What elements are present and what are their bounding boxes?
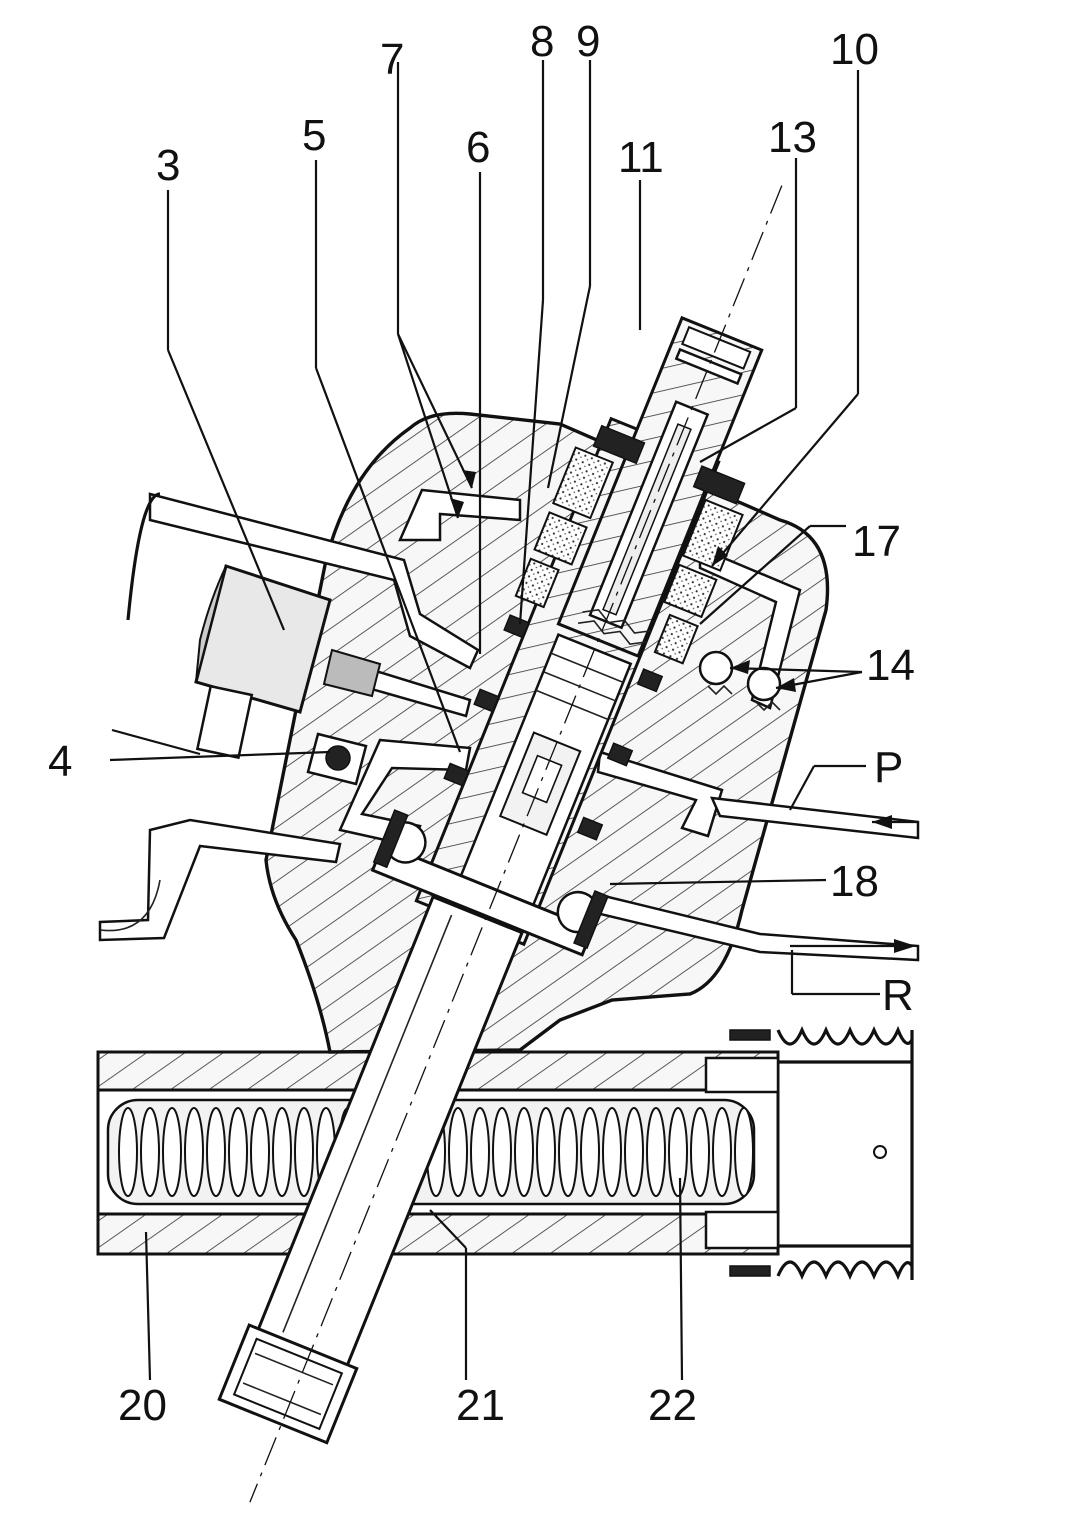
rack-tooth (602, 1107, 622, 1197)
check-valves-14 (698, 650, 782, 712)
rack-tooth (624, 1107, 644, 1197)
label-17: 17 (852, 517, 901, 566)
check-valve-4 (306, 732, 368, 786)
solenoid-module (194, 564, 382, 760)
label-6: 6 (466, 123, 490, 172)
label-R: R (882, 971, 914, 1020)
rack-tooth (250, 1107, 270, 1197)
rack-tooth (536, 1107, 556, 1197)
leader-lines (109, 60, 880, 1381)
label-3: 3 (156, 141, 180, 190)
rack-tooth (184, 1107, 204, 1197)
label-14: 14 (866, 641, 915, 690)
rack-tooth (448, 1107, 468, 1197)
return-outlet-arrow (790, 939, 916, 953)
label-7: 7 (380, 35, 404, 84)
label-21: 21 (456, 1381, 505, 1430)
rack-tooth (162, 1107, 182, 1197)
label-11: 11 (618, 133, 664, 182)
label-20: 20 (118, 1381, 167, 1430)
rack-tooth (646, 1107, 666, 1197)
label-10: 10 (830, 25, 879, 74)
rack-tooth (690, 1107, 710, 1197)
label-13: 13 (768, 113, 817, 162)
rack-tooth (514, 1107, 534, 1197)
label-18: 18 (830, 857, 879, 906)
steering-rack (106, 1098, 756, 1206)
rack-tooth (206, 1107, 226, 1197)
pressure-inlet-arrow (872, 815, 918, 829)
rack-tooth (272, 1107, 292, 1197)
label-9: 9 (576, 17, 600, 66)
rack-tooth (140, 1107, 160, 1197)
label-4: 4 (48, 737, 72, 786)
rack-tooth (294, 1107, 314, 1197)
label-P: P (874, 743, 903, 792)
rack-tooth (734, 1107, 754, 1197)
rack-tooth (118, 1107, 138, 1197)
rack-tooth (470, 1107, 490, 1197)
rack-tooth (492, 1107, 512, 1197)
rack-tooth (558, 1107, 578, 1197)
fluid-passages (98, 488, 920, 962)
label-8: 8 (530, 17, 554, 66)
label-5: 5 (302, 111, 326, 160)
rack-boot-bellows (729, 1025, 914, 1281)
label-22: 22 (648, 1381, 697, 1430)
rack-tooth (228, 1107, 248, 1197)
rack-tooth (580, 1107, 600, 1197)
rack-tooth (712, 1107, 732, 1197)
rotary-valve-assembly (217, 185, 783, 1503)
callout-labels: 3 4 5 6 7 8 9 10 11 13 14 17 18 P R 20 2… (48, 17, 915, 1430)
rack-tooth (668, 1107, 688, 1197)
